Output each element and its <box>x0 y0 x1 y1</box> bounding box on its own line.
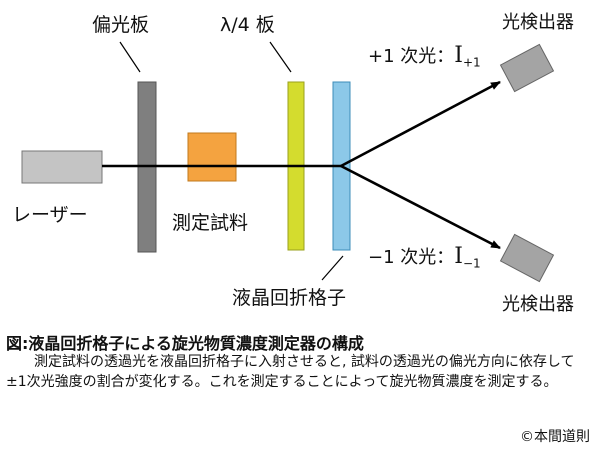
laser-source <box>21 150 103 184</box>
polarizer-label: 偏光板 <box>92 14 150 36</box>
plus-first-order-text: +1 次光： <box>368 46 455 67</box>
plus-intensity-symbol: I <box>454 43 463 68</box>
detector-bottom-label: 光検出器 <box>502 294 574 315</box>
plus-intensity-subscript: +1 <box>462 55 481 70</box>
sample-block <box>187 132 237 182</box>
plus-first-order-label: +1 次光：I+1 <box>368 42 481 70</box>
quarter-wave-plate-label: λ/4 板 <box>220 14 275 36</box>
sample-label: 測定試料 <box>172 212 249 234</box>
minus-first-order-beam <box>340 164 501 250</box>
laser-label: レーザー <box>12 204 88 226</box>
detector-top-label: 光検出器 <box>502 12 574 33</box>
polarizer-pointer <box>119 41 141 73</box>
grating-pointer <box>321 255 344 281</box>
figure-caption-body: 測定試料の透過光を液晶回折格子に入射させると, 試料の透過光の偏光方向に依存して… <box>6 354 575 390</box>
figure-caption-title: 図:液晶回折格子による旋光物質濃度測定器の構成 <box>6 334 364 353</box>
optical-setup-diagram <box>21 41 555 283</box>
minus-intensity-symbol: I <box>454 244 463 269</box>
detector-bottom <box>499 233 555 283</box>
minus-first-order-text: −1 次光： <box>368 247 455 268</box>
quarter-wave-pointer <box>269 41 292 73</box>
grating-label: 液晶回折格子 <box>232 287 347 309</box>
detector-top <box>499 43 555 93</box>
minus-first-order-label: −1 次光：I−1 <box>368 243 481 271</box>
copyright-credit: ©本間道則 <box>520 429 590 445</box>
minus-intensity-subscript: −1 <box>462 256 481 271</box>
plus-first-order-beam <box>340 80 501 168</box>
